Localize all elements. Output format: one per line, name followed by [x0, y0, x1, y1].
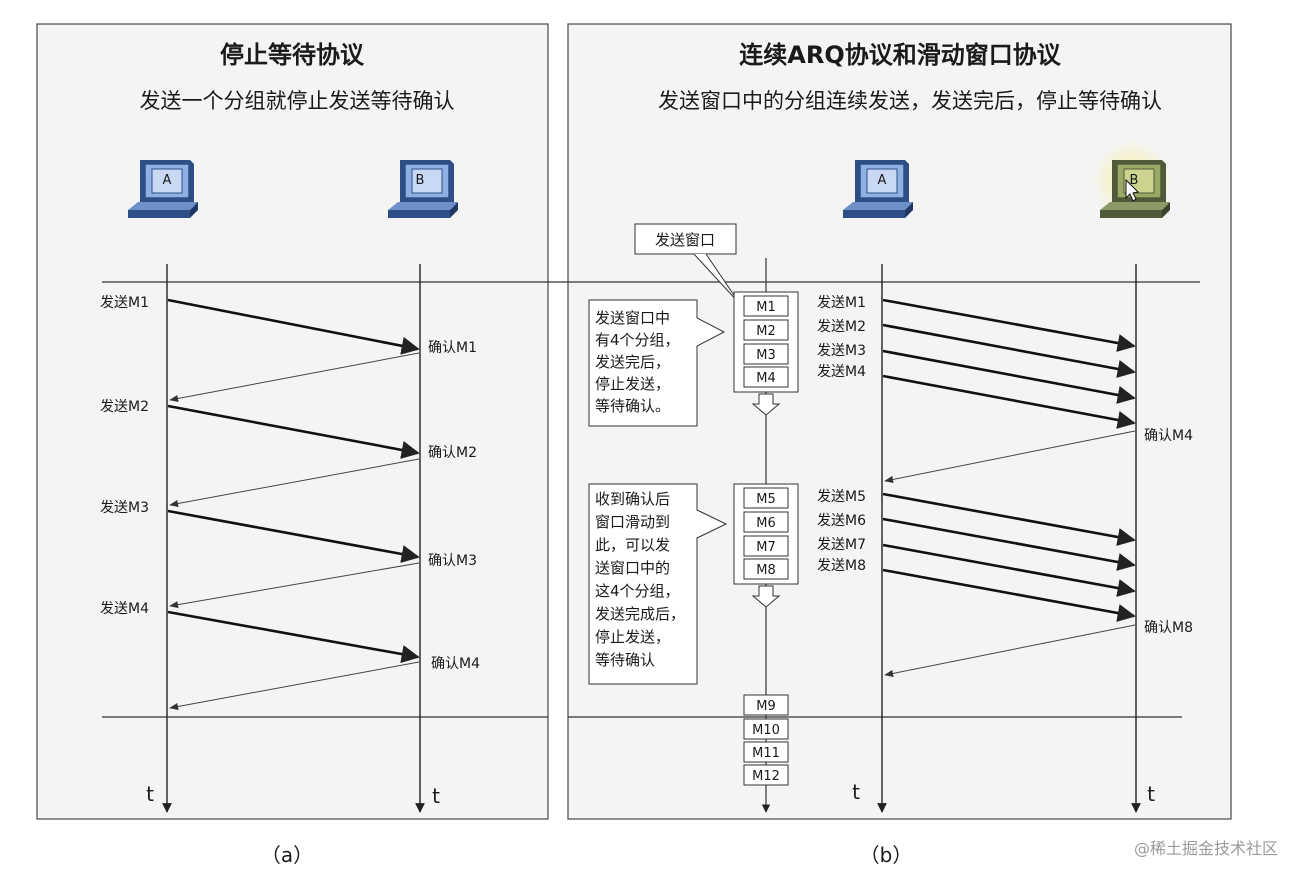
panel-b-send-label: 发送M8	[817, 558, 866, 574]
panel-b-send-label: 发送M7	[817, 537, 866, 553]
slide-down-arrow-icon	[751, 393, 781, 416]
panel-a-axis-t-a: t	[146, 782, 154, 806]
window-slot-m10: M10	[752, 723, 780, 738]
note-box-1	[588, 299, 726, 427]
host-b-computer-icon	[388, 160, 458, 218]
send-window-1-slots	[743, 295, 789, 388]
send-window-3-slots	[743, 694, 789, 786]
panel-a-send-label-m2: 发送M2	[100, 399, 149, 415]
note2-line: 送窗口中的	[595, 559, 670, 577]
window-slot-m11: M11	[752, 746, 780, 761]
panel-b-send-arrow	[882, 543, 1136, 597]
panel-a-axis-t-b: t	[432, 784, 440, 808]
panel-a-send-arrow	[167, 298, 420, 355]
note1-line: 有4个分组，	[595, 331, 680, 349]
panel-a-ack-arrow	[169, 352, 420, 403]
window-slot-m6: M6	[756, 516, 776, 531]
panel-a-send-label-m4: 发送M4	[100, 601, 149, 617]
window-slot-m7: M7	[756, 540, 776, 555]
panel-b-subtitle: 发送窗口中的分组连续发送，发送完后，停止等待确认	[658, 89, 1162, 113]
panel-a-send-arrow	[167, 610, 420, 664]
panel-a-title: 停止等待协议	[220, 41, 365, 69]
panel-a: 停止等待协议 发送一个分组就停止发送等待确认 A B t t	[36, 23, 549, 867]
slide-down-arrow-icon	[751, 585, 781, 608]
panel-a-send-arrow	[167, 404, 420, 459]
panel-b-title: 连续ARQ协议和滑动窗口协议	[739, 41, 1061, 69]
window-callout-box	[634, 223, 737, 255]
host-a-computer-icon	[843, 160, 913, 218]
panel-a-frame	[36, 23, 549, 820]
panel-b-send-arrow	[882, 349, 1136, 404]
window-slot-m8: M8	[756, 563, 776, 578]
panel-a-ack-label-m4: 确认M4	[431, 656, 480, 672]
panel-a-send-arrow	[167, 509, 420, 563]
note1-line: 等待确认。	[595, 397, 670, 415]
note1-line: 发送完后，	[595, 353, 670, 371]
panel-b-send-arrow	[882, 374, 1136, 429]
window-slot-m1: M1	[756, 300, 776, 315]
note2-line: 停止发送，	[595, 628, 670, 646]
panel-b-ack-arrow	[884, 430, 1136, 483]
panel-b-send-label: 发送M5	[817, 489, 866, 505]
panel-a-send-label-m1: 发送M1	[100, 295, 149, 311]
panel-a-subtitle: 发送一个分组就停止发送等待确认	[140, 89, 455, 113]
window-slot-m4: M4	[756, 371, 776, 386]
panel-b-send-label: 发送M4	[817, 364, 866, 380]
host-b-label: B	[416, 173, 425, 188]
window-slot-m9: M9	[756, 699, 776, 714]
note2-line: 此，可以发	[595, 536, 670, 554]
panel-a-ack-arrow	[169, 562, 420, 609]
panel-a-caption: （a）	[261, 843, 313, 867]
host-b-computer-icon	[1100, 160, 1170, 218]
note1-line: 停止发送，	[595, 375, 670, 393]
panel-b: 连续ARQ协议和滑动窗口协议 发送窗口中的分组连续发送，发送完后，停止等待确认 …	[102, 23, 1232, 867]
window-slot-m2: M2	[756, 324, 776, 339]
send-window-2-slots	[743, 487, 789, 580]
panel-b-caption: （b）	[860, 843, 913, 867]
panel-b-send-label: 发送M3	[817, 343, 866, 359]
panel-b-send-arrow	[882, 492, 1136, 546]
window-slot-m12: M12	[752, 769, 780, 784]
panel-b-send-arrow	[882, 323, 1136, 378]
note-box-2	[588, 483, 728, 685]
panel-a-ack-label-m1: 确认M1	[428, 340, 477, 356]
mouse-cursor-icon	[1125, 178, 1140, 202]
note2-line: 等待确认	[595, 651, 655, 669]
note2-line: 窗口滑动到	[595, 513, 670, 531]
host-a-computer-icon	[128, 160, 198, 218]
watermark: @稀土掘金技术社区	[1134, 839, 1278, 858]
panel-a-send-label-m3: 发送M3	[100, 500, 149, 516]
panel-a-ack-arrow	[169, 458, 420, 508]
host-a-label: A	[163, 173, 172, 188]
window-callout-label: 发送窗口	[655, 231, 715, 249]
panel-a-ack-label-m3: 确认M3	[428, 553, 477, 569]
panel-b-send-label: 发送M6	[817, 513, 866, 529]
note2-line: 发送完成后，	[595, 605, 685, 623]
panel-b-ack-label-m8: 确认M8	[1144, 620, 1193, 636]
host-b-label: B	[1130, 173, 1139, 188]
panel-b-send-arrow	[882, 298, 1136, 352]
window-slot-m3: M3	[756, 348, 776, 363]
panel-a-ack-arrow	[169, 661, 420, 711]
window-slot-m5: M5	[756, 492, 776, 507]
panel-b-send-label: 发送M1	[817, 295, 866, 311]
panel-b-ack-arrow	[884, 624, 1136, 677]
note2-line: 收到确认后	[595, 490, 670, 508]
panel-b-axis-t-a: t	[852, 780, 860, 804]
panel-b-axis-t-b: t	[1147, 782, 1155, 806]
panel-b-send-arrow	[882, 568, 1136, 622]
panel-b-send-arrow	[882, 517, 1136, 571]
panel-b-ack-label-m4: 确认M4	[1144, 428, 1193, 444]
note2-line: 这4个分组，	[595, 582, 680, 600]
note1-line: 发送窗口中	[595, 309, 670, 327]
panel-a-ack-label-m2: 确认M2	[428, 445, 477, 461]
host-a-label: A	[878, 173, 887, 188]
panel-b-send-label: 发送M2	[817, 319, 866, 335]
